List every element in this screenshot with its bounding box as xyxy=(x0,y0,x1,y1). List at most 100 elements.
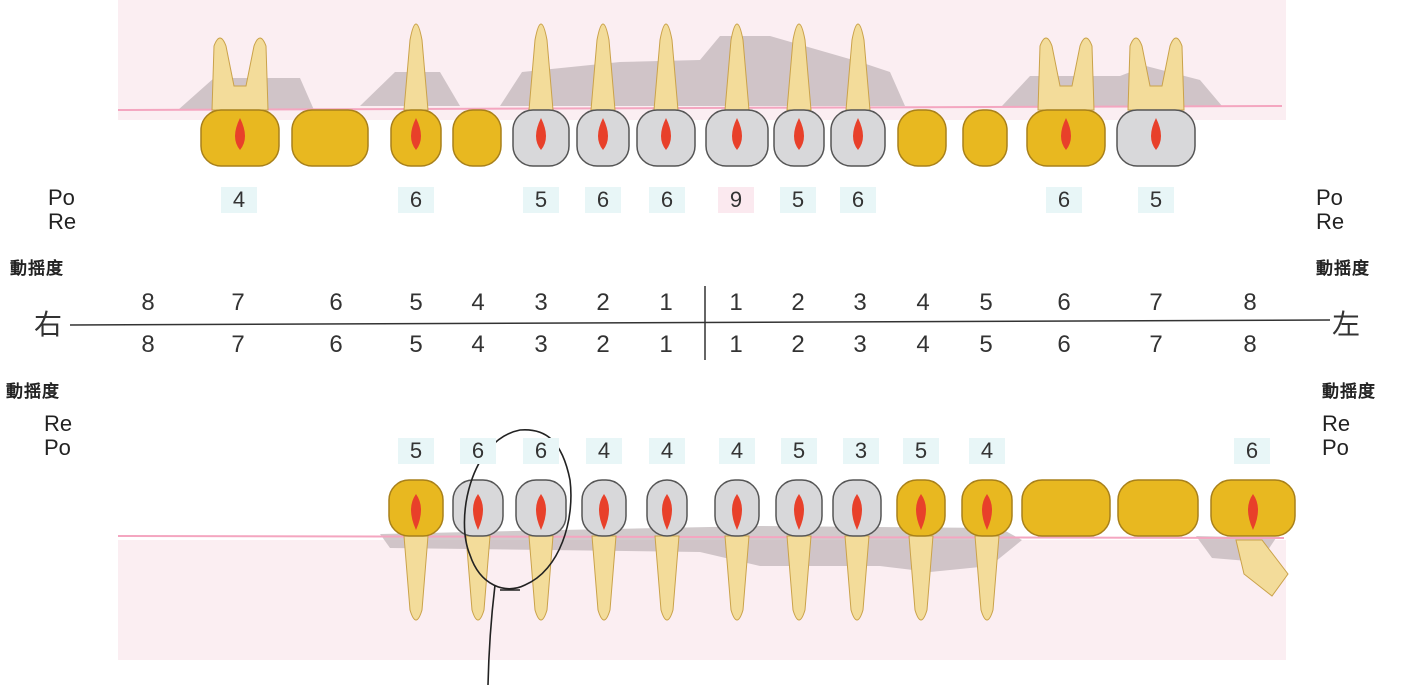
lower-tooth-crown xyxy=(1021,479,1111,537)
upper-pocket-value: 5 xyxy=(1138,187,1174,213)
upper-right-po-label: Po xyxy=(1316,185,1343,210)
upper-tooth-pulp xyxy=(598,118,608,150)
upper-tooth-number: 4 xyxy=(471,289,485,316)
lower-jaw-background xyxy=(118,540,1286,660)
lower-tooth-number: 7 xyxy=(1149,331,1163,358)
upper-tooth-root xyxy=(1037,37,1095,111)
upper-tooth-pulp xyxy=(732,118,742,150)
upper-tooth-pulp xyxy=(1151,118,1161,150)
upper-tooth-number: 4 xyxy=(916,289,930,316)
lower-tooth-number: 2 xyxy=(791,331,805,358)
upper-tooth-root xyxy=(403,23,429,111)
lower-tooth-number: 8 xyxy=(141,331,155,358)
upper-tooth-number: 2 xyxy=(596,289,610,316)
lower-tooth-number: 4 xyxy=(471,331,485,358)
lower-tooth-root xyxy=(786,535,812,621)
lower-tooth-root xyxy=(654,535,680,621)
upper-tooth-number: 1 xyxy=(659,289,673,316)
lower-tooth-number: 1 xyxy=(729,331,743,358)
lower-pocket-value: 6 xyxy=(460,438,496,464)
lower-pocket-value: 3 xyxy=(843,438,879,464)
upper-tooth-crown xyxy=(897,109,947,167)
lower-gum-line xyxy=(117,535,1285,539)
upper-pocket-value: 9 xyxy=(718,187,754,213)
lower-tooth-root xyxy=(974,535,1000,621)
upper-pocket-value: 5 xyxy=(523,187,559,213)
upper-tooth-root xyxy=(724,23,750,111)
lower-tooth-number: 3 xyxy=(853,331,867,358)
lower-tooth-pulp xyxy=(852,494,862,530)
lower-tooth-root xyxy=(403,535,429,621)
upper-tooth-crown xyxy=(452,109,502,167)
lower-tooth-pulp xyxy=(599,494,609,530)
upper-tooth-root xyxy=(590,23,616,111)
upper-pocket-value: 6 xyxy=(1046,187,1082,213)
upper-tooth-number: 1 xyxy=(729,289,743,316)
lower-tooth-pulp xyxy=(794,494,804,530)
upper-pocket-value: 4 xyxy=(221,187,257,213)
upper-right-re-label: Re xyxy=(1316,209,1345,234)
lower-pocket-value: 6 xyxy=(523,438,559,464)
lower-tooth-root xyxy=(528,535,554,621)
upper-tooth-root xyxy=(211,37,269,111)
upper-tooth-number: 5 xyxy=(409,289,423,316)
lower-tooth-number: 6 xyxy=(329,331,343,358)
lower-tooth-pulp xyxy=(536,494,546,530)
upper-tooth-number: 8 xyxy=(141,289,155,316)
lower-tooth-root xyxy=(465,535,491,621)
upper-bone-area xyxy=(1002,66,1222,106)
upper-tooth-root xyxy=(1127,37,1185,111)
lower-tooth-crown xyxy=(1117,479,1199,537)
lower-tooth-number: 4 xyxy=(916,331,930,358)
lower-tooth-pulp xyxy=(732,494,742,530)
upper-pocket-value: 6 xyxy=(585,187,621,213)
upper-tooth-number: 3 xyxy=(853,289,867,316)
lower-right-po-label: Po xyxy=(1322,435,1349,460)
lower-tooth-pulp xyxy=(411,494,421,530)
lower-tooth-number: 5 xyxy=(979,331,993,358)
lower-tooth-root xyxy=(844,535,870,621)
upper-left-po-label: Po xyxy=(48,185,75,210)
lower-tooth-pulp xyxy=(1248,494,1258,530)
upper-tooth-pulp xyxy=(536,118,546,150)
upper-tooth-pulp xyxy=(661,118,671,150)
left-side-label: 左 xyxy=(1332,309,1361,340)
lower-tooth-root xyxy=(724,535,750,621)
lower-right-mobility-label: 動揺度 xyxy=(1322,382,1376,401)
handwritten-circle-annotation xyxy=(463,429,572,590)
lower-left-re-label: Re xyxy=(44,411,73,436)
lower-pocket-value: 5 xyxy=(903,438,939,464)
lower-tooth-root xyxy=(591,535,617,621)
upper-pocket-value: 6 xyxy=(840,187,876,213)
upper-tooth-pulp xyxy=(411,118,421,150)
upper-pocket-value: 6 xyxy=(398,187,434,213)
upper-right-mobility-label: 動揺度 xyxy=(1316,259,1370,278)
lower-tooth-number: 8 xyxy=(1243,331,1257,358)
lower-pocket-value: 4 xyxy=(586,438,622,464)
upper-tooth-number: 6 xyxy=(1057,289,1071,316)
upper-tooth-crown xyxy=(962,109,1008,167)
upper-tooth-number: 5 xyxy=(979,289,993,316)
upper-tooth-number: 7 xyxy=(1149,289,1163,316)
lower-pocket-value: 4 xyxy=(969,438,1005,464)
upper-pocket-value: 6 xyxy=(649,187,685,213)
lower-pocket-value: 5 xyxy=(781,438,817,464)
upper-bone-area xyxy=(500,36,905,106)
upper-tooth-root xyxy=(786,23,812,111)
lower-tooth-pulp xyxy=(982,494,992,530)
lower-left-mobility-label: 動揺度 xyxy=(6,382,60,401)
upper-tooth-number: 2 xyxy=(791,289,805,316)
upper-left-mobility-label: 動揺度 xyxy=(10,259,64,278)
upper-tooth-crown xyxy=(291,109,369,167)
lower-tooth-root xyxy=(908,535,934,621)
lower-tooth-root xyxy=(1235,539,1289,597)
handwritten-pointer-line xyxy=(487,584,496,686)
upper-tooth-number: 3 xyxy=(534,289,548,316)
lower-tooth-pulp xyxy=(473,494,483,530)
upper-tooth-root xyxy=(528,23,554,111)
lower-tooth-pulp xyxy=(662,494,672,530)
lower-pocket-value: 4 xyxy=(719,438,755,464)
upper-left-re-label: Re xyxy=(48,209,77,234)
upper-tooth-root xyxy=(653,23,679,111)
lower-tooth-number: 1 xyxy=(659,331,673,358)
